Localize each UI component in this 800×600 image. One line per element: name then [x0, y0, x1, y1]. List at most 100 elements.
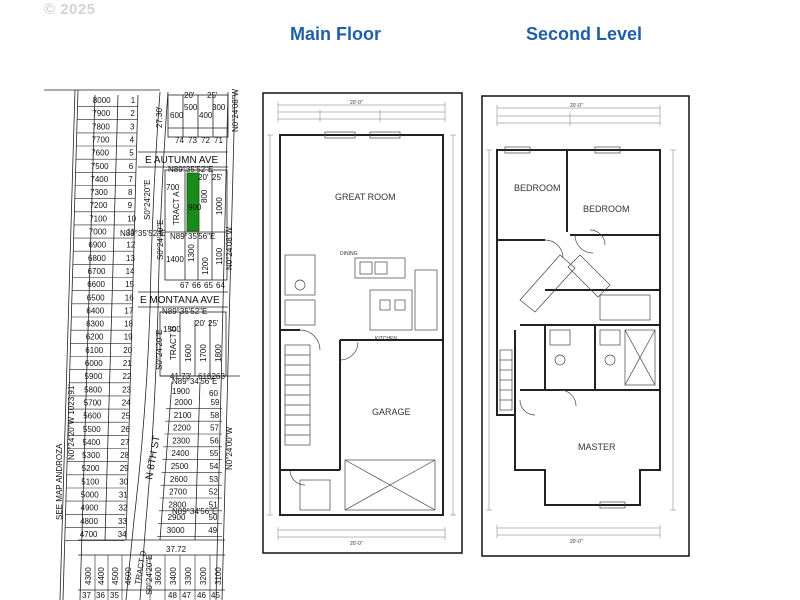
lot-label: 2800: [168, 500, 186, 509]
main-dim-top: 20'-0": [350, 100, 363, 106]
lot-label: 400: [199, 111, 213, 120]
dim-label: 66: [192, 281, 201, 290]
lot-num: 16: [125, 293, 134, 302]
lot-label: 6400: [86, 306, 104, 315]
lot-label: 8000: [93, 96, 111, 105]
lot-num: 12: [126, 241, 135, 250]
bearing-s0-b: S0°24'20"E: [156, 220, 165, 260]
lot-label: 5800: [84, 385, 102, 394]
lot-label: 5100: [81, 477, 99, 486]
lot-label: 6000: [85, 359, 103, 368]
lot-label: 500: [184, 103, 198, 112]
lot-label: 4700: [80, 530, 98, 539]
lot-label: 3300: [184, 567, 193, 585]
lot-num: 33: [118, 517, 127, 526]
bearing-s0-bottom: S0°24'20"E: [145, 555, 154, 595]
lot-label: 6900: [88, 241, 106, 250]
lot-label: 4300: [84, 567, 93, 585]
lot-label: 1300: [187, 244, 196, 262]
dim-label: 20': [195, 319, 206, 328]
main-floor-plan: GREAT ROOM GARAGE DINING KITCHEN 20'-0" …: [262, 92, 463, 554]
lot-label: 1500: [163, 325, 181, 334]
lot-label: 1400: [166, 255, 184, 264]
lot-label: 1600: [184, 344, 193, 362]
lot-num: 50: [209, 513, 218, 522]
lot-label: 6700: [88, 267, 106, 276]
dim-label: 65: [204, 281, 213, 290]
second-level-plan: BEDROOM BEDROOM MASTER 20'-0" 20'-0": [481, 95, 690, 557]
lot-num: 4: [130, 136, 135, 145]
right-lot-dividers: [157, 408, 222, 537]
dim-label: 20': [184, 91, 195, 100]
lot-num: 48: [168, 591, 177, 600]
lot-label: 800: [200, 189, 209, 203]
lot-label: 7400: [90, 175, 108, 184]
lot-num: 7: [128, 175, 133, 184]
lot-num: 25: [121, 412, 130, 421]
lot-label: 2100: [174, 411, 192, 420]
dim-label: 63: [216, 372, 225, 381]
lot-label: 3200: [199, 567, 208, 585]
lot-label: 5300: [82, 451, 100, 460]
lot-label: 2000: [175, 398, 193, 407]
lot-num: 22: [123, 372, 132, 381]
see-map-note: SEE MAP ANDROZA: [55, 443, 64, 520]
lot-label: 700: [166, 183, 180, 192]
lot-label: 6200: [86, 333, 104, 342]
lot-num: 57: [210, 424, 219, 433]
lot-label: 7900: [92, 109, 110, 118]
lot-num: 28: [120, 451, 129, 460]
lot-label: 2200: [173, 424, 191, 433]
lot-num: 5: [129, 149, 134, 158]
lot-num: 45: [211, 591, 220, 600]
lot-label: 5200: [82, 464, 100, 473]
lot-label: 3600: [154, 567, 163, 585]
bearing-n0-right-b: N0°24'08"W: [225, 226, 234, 270]
lot-num: 15: [125, 280, 134, 289]
tract-b-label: TRACT B: [169, 326, 178, 360]
lot-num: 35: [110, 591, 119, 600]
lot-label: 1700: [199, 344, 208, 362]
lot-label: 1100: [215, 247, 224, 265]
lot-label: 4800: [80, 517, 98, 526]
bottom-lot-labels: 4300 4400 4500 4600 3600 3400 3300 3200 …: [82, 567, 223, 600]
dim-label: 41.73': [170, 372, 192, 381]
lot-num: 32: [119, 504, 128, 513]
lot-num: 37: [82, 591, 91, 600]
bottom-lot-dividers: [94, 555, 211, 600]
dim-label: 27.30': [155, 106, 164, 128]
main-floor-heading: Main Floor: [290, 24, 381, 44]
bearing-s0-c: S0°24'20"E: [155, 330, 164, 370]
lot-num: 34: [118, 530, 127, 539]
bearing-s0-a: S0°24'20"E: [143, 180, 152, 220]
lot-num: 46: [197, 591, 206, 600]
lot-label: 5400: [83, 438, 101, 447]
second-dim-top: 20'-0": [570, 103, 583, 109]
bearing-n89-bottom: N89°34'56"E: [172, 507, 217, 516]
lot-num: 8: [128, 188, 133, 197]
lot-num: 9: [128, 201, 133, 210]
street-8th-st: N 8TH ST: [144, 435, 163, 481]
copyright-watermark: © 2025: [44, 1, 96, 18]
lot-num: 36: [96, 591, 105, 600]
lot-label: 3100: [214, 567, 223, 585]
tract-a-label: TRACT A: [172, 191, 181, 225]
bearing-n0-right-a: N0°24'08"W: [231, 88, 240, 132]
lot-num: 73: [188, 136, 197, 145]
lot-num: 53: [209, 475, 218, 484]
lot-label: 7000: [89, 228, 107, 237]
lot-num: 71: [214, 136, 223, 145]
lot-label: 7100: [89, 214, 107, 223]
bearing-n89-mid2: N89°35'52"E: [162, 307, 207, 316]
lot-label: 7700: [92, 136, 110, 145]
lot-label: 600: [170, 111, 184, 120]
lot-label: 4500: [111, 567, 120, 585]
lot-label: 7600: [91, 149, 109, 158]
kitchen-label: KITCHEN: [375, 336, 397, 342]
lot-num: 54: [209, 462, 218, 471]
bedroom-2-label: BEDROOM: [583, 204, 630, 214]
lot-label: 4600: [124, 567, 133, 585]
lot-label: 1900: [172, 387, 190, 396]
dim-label: 60: [209, 389, 218, 398]
